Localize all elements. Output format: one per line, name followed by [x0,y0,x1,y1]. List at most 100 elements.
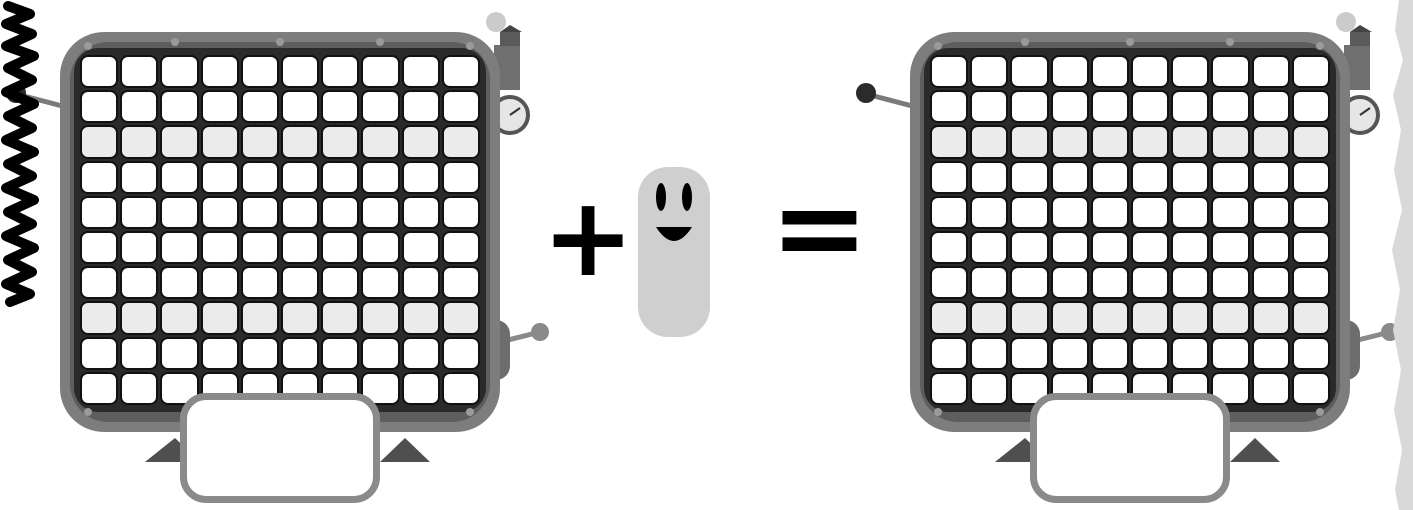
grid-cell[interactable] [321,231,360,265]
grid-cell[interactable] [1090,266,1129,300]
grid-cell[interactable] [1291,266,1330,300]
grid-cell[interactable] [361,336,400,370]
grid-cell[interactable] [1291,55,1330,89]
grid-cell[interactable] [1251,231,1290,265]
grid-cell[interactable] [1131,336,1170,370]
grid-cell[interactable] [80,90,119,124]
grid-cell[interactable] [361,231,400,265]
grid-cell[interactable] [1131,266,1170,300]
grid-cell[interactable] [1211,160,1250,194]
grid-cell[interactable] [240,160,279,194]
grid-cell[interactable] [1251,266,1290,300]
grid-cell[interactable] [281,266,320,300]
grid-cell[interactable] [361,90,400,124]
grid-cell[interactable] [80,301,119,335]
grid-cell[interactable] [321,160,360,194]
grid-cell[interactable] [441,90,480,124]
grid-cell[interactable] [401,195,440,229]
grid-cell[interactable] [321,266,360,300]
grid-cell[interactable] [120,195,159,229]
grid-cell[interactable] [1090,55,1129,89]
grid-cell[interactable] [1090,125,1129,159]
grid-cell[interactable] [200,231,239,265]
grid-cell[interactable] [1050,125,1089,159]
grid-cell[interactable] [160,371,199,405]
grid-cell[interactable] [401,231,440,265]
grid-cell[interactable] [200,195,239,229]
grid-cell[interactable] [361,55,400,89]
grid-cell[interactable] [200,336,239,370]
grid-cell[interactable] [80,336,119,370]
grid-cell[interactable] [1291,231,1330,265]
grid-cell[interactable] [200,160,239,194]
grid-cell[interactable] [970,195,1009,229]
grid-cell[interactable] [441,125,480,159]
grid-cell[interactable] [1131,90,1170,124]
grid-cell[interactable] [1211,55,1250,89]
grid-cell[interactable] [240,231,279,265]
grid-cell[interactable] [441,336,480,370]
grid-cell[interactable] [1251,195,1290,229]
grid-cell[interactable] [1050,160,1089,194]
grid-cell[interactable] [80,266,119,300]
answer-input-box[interactable] [180,393,380,503]
grid-cell[interactable] [361,160,400,194]
grid-cell[interactable] [200,90,239,124]
grid-cell[interactable] [1131,160,1170,194]
grid-cell[interactable] [1090,301,1129,335]
grid-cell[interactable] [240,301,279,335]
grid-cell[interactable] [1010,195,1049,229]
grid-cell[interactable] [120,266,159,300]
grid-cell[interactable] [1211,125,1250,159]
grid-cell[interactable] [1010,125,1049,159]
grid-cell[interactable] [80,231,119,265]
grid-cell[interactable] [1211,231,1250,265]
grid-cell[interactable] [1211,195,1250,229]
grid-cell[interactable] [970,371,1009,405]
grid-cell[interactable] [1131,231,1170,265]
grid-cell[interactable] [240,125,279,159]
grid-cell[interactable] [401,266,440,300]
grid-cell[interactable] [361,195,400,229]
grid-cell[interactable] [1090,231,1129,265]
grid-cell[interactable] [441,301,480,335]
grid-cell[interactable] [441,160,480,194]
grid-cell[interactable] [321,195,360,229]
grid-cell[interactable] [1291,90,1330,124]
grid-cell[interactable] [1251,90,1290,124]
grid-cell[interactable] [160,125,199,159]
grid-cell[interactable] [361,266,400,300]
grid-cell[interactable] [930,371,969,405]
grid-cell[interactable] [80,125,119,159]
grid-cell[interactable] [970,125,1009,159]
grid-cell[interactable] [120,55,159,89]
grid-cell[interactable] [1010,336,1049,370]
grid-cell[interactable] [200,301,239,335]
grid-cell[interactable] [1251,301,1290,335]
grid-cell[interactable] [361,301,400,335]
grid-cell[interactable] [1010,266,1049,300]
grid-cell[interactable] [1131,125,1170,159]
grid-cell[interactable] [120,231,159,265]
grid-cell[interactable] [1211,336,1250,370]
grid-cell[interactable] [160,195,199,229]
grid-cell[interactable] [80,160,119,194]
grid-cell[interactable] [441,195,480,229]
grid-cell[interactable] [281,301,320,335]
grid-cell[interactable] [1131,301,1170,335]
grid-cell[interactable] [1050,231,1089,265]
grid-cell[interactable] [160,90,199,124]
grid-cell[interactable] [930,336,969,370]
grid-cell[interactable] [1251,55,1290,89]
grid-cell[interactable] [1050,55,1089,89]
grid-cell[interactable] [930,160,969,194]
grid-cell[interactable] [281,90,320,124]
grid-cell[interactable] [1291,371,1330,405]
grid-cell[interactable] [321,301,360,335]
grid-cell[interactable] [321,336,360,370]
grid-cell[interactable] [401,55,440,89]
grid-cell[interactable] [1010,55,1049,89]
grid-cell[interactable] [120,125,159,159]
grid-cell[interactable] [321,125,360,159]
grid-cell[interactable] [200,266,239,300]
